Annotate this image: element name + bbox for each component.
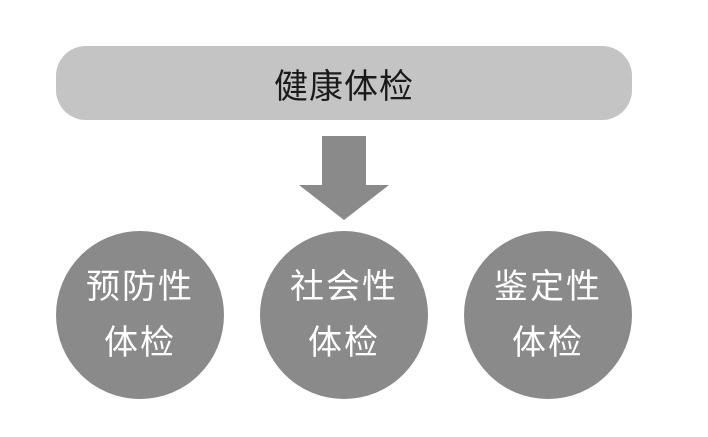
category-label-line1: 鉴定性 (494, 267, 602, 307)
category-label-line2: 体检 (104, 323, 176, 363)
category-label-line1: 预防性 (86, 267, 194, 307)
category-circle-preventive: 预防性 体检 (56, 231, 224, 399)
down-arrow-shape (299, 136, 389, 220)
category-label-line1: 社会性 (290, 267, 398, 307)
header-title: 健康体检 (274, 66, 414, 107)
category-circle-appraisal: 鉴定性 体检 (464, 231, 632, 399)
header-bar: 健康体检 (56, 46, 632, 120)
category-label-line2: 体检 (308, 323, 380, 363)
category-label-line2: 体检 (512, 323, 584, 363)
category-circle-social: 社会性 体检 (260, 231, 428, 399)
